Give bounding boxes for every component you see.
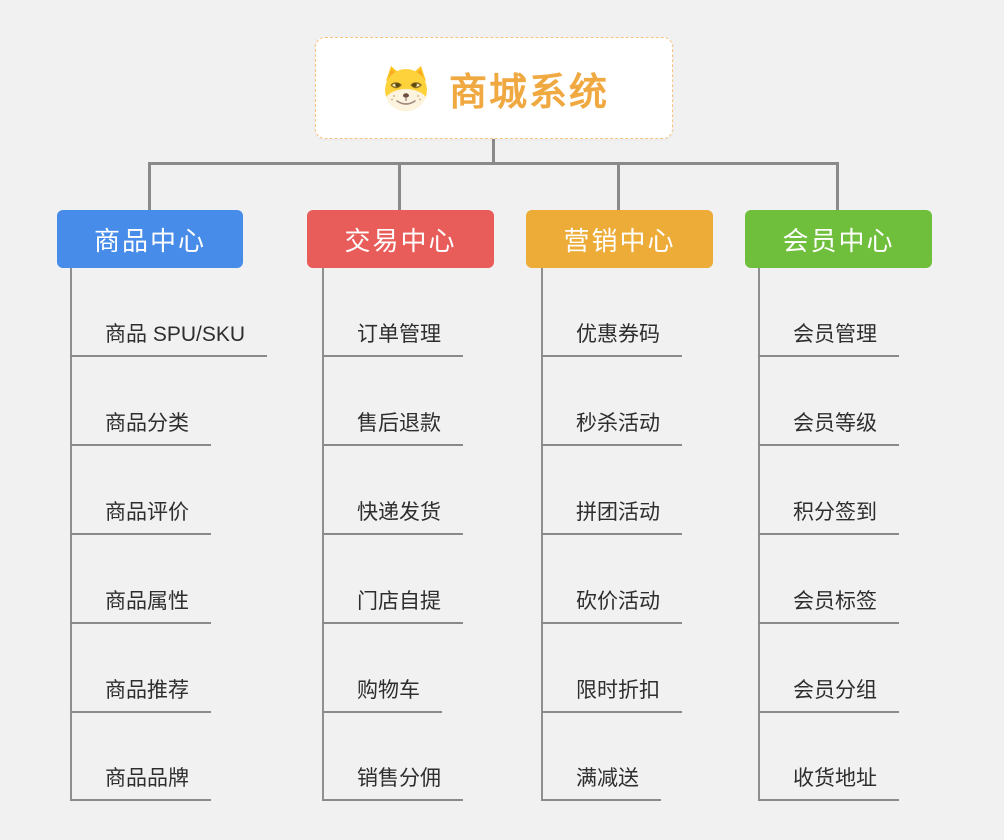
leaf-node[interactable]: 售后退款	[322, 410, 463, 446]
leaf-node[interactable]: 订单管理	[322, 321, 463, 357]
leaf-node[interactable]: 会员等级	[758, 410, 899, 446]
leaf-node[interactable]: 快递发货	[322, 499, 463, 535]
connector-drop-marketing	[617, 162, 620, 210]
leaf-node[interactable]: 拼团活动	[541, 499, 682, 535]
leaf-node[interactable]: 秒杀活动	[541, 410, 682, 446]
branch-node-product[interactable]: 商品中心	[57, 210, 243, 268]
connector-drop-product	[148, 162, 151, 210]
root-node[interactable]: 商城系统	[315, 37, 673, 139]
leaf-node[interactable]: 门店自提	[322, 588, 463, 624]
leaf-node[interactable]: 砍价活动	[541, 588, 682, 624]
leaf-node[interactable]: 商品品牌	[70, 765, 211, 801]
leaf-node[interactable]: 收货地址	[758, 765, 899, 801]
leaf-node[interactable]: 销售分佣	[322, 765, 463, 801]
leaf-node[interactable]: 会员标签	[758, 588, 899, 624]
leaf-node[interactable]: 购物车	[322, 677, 442, 713]
leaf-node[interactable]: 积分签到	[758, 499, 899, 535]
connector-horizontal-bus	[148, 162, 839, 165]
leaf-node[interactable]: 商品分类	[70, 410, 211, 446]
root-node-title: 商城系统	[448, 71, 609, 114]
leaf-node[interactable]: 商品 SPU/SKU	[70, 321, 268, 357]
leaf-node[interactable]: 商品属性	[70, 588, 211, 624]
leaf-node[interactable]: 会员分组	[758, 677, 899, 713]
branch-node-trade[interactable]: 交易中心	[307, 210, 494, 268]
branch-node-marketing[interactable]: 营销中心	[526, 210, 713, 268]
leaf-node[interactable]: 满减送	[541, 765, 661, 801]
leaf-node[interactable]: 商品评价	[70, 499, 211, 535]
leaf-node[interactable]: 限时折扣	[541, 677, 682, 713]
branch-node-member[interactable]: 会员中心	[745, 210, 932, 268]
connector-drop-trade	[398, 162, 401, 210]
shiba-dog-icon	[379, 63, 433, 113]
connector-drop-member	[836, 162, 839, 210]
leaf-node[interactable]: 会员管理	[758, 321, 899, 357]
leaf-node[interactable]: 商品推荐	[70, 677, 211, 713]
connector-root-stem	[492, 139, 495, 165]
leaf-node[interactable]: 优惠券码	[541, 321, 682, 357]
